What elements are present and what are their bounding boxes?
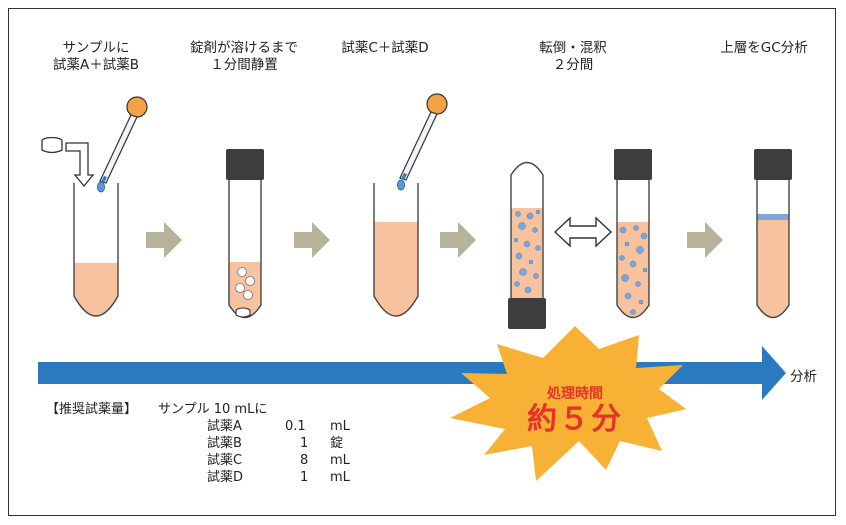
step-2-line1: 錠剤が溶けるまで <box>190 40 298 56</box>
step-5-line1: 上層をGC分析 <box>720 40 808 56</box>
tube-4a-cap <box>508 298 546 329</box>
timeline-arrow <box>38 346 786 400</box>
reagent-a-unit: mL <box>330 419 350 434</box>
reagent-a-amount: 0.1 <box>285 419 306 434</box>
step-1-label: サンプルに 試薬A＋試薬B <box>53 40 139 74</box>
step-4-label: 転倒・混釈 ２分間 <box>539 40 607 74</box>
step-4-line1: 転倒・混釈 <box>539 40 607 56</box>
tube-4-upright <box>614 149 652 319</box>
step-4-line2: ２分間 <box>552 57 594 73</box>
time-burst-text: 処理時間 約５分 <box>490 385 660 437</box>
time-starburst <box>450 326 686 481</box>
step-arrow-4 <box>687 222 723 258</box>
step-2-line2: １分間静置 <box>210 57 278 73</box>
tube-2 <box>226 149 264 319</box>
reagent-b-unit: 錠 <box>330 436 344 451</box>
tube-4b-beads <box>619 225 648 315</box>
step-5-label: 上層をGC分析 <box>720 40 807 57</box>
tablet-drop-arrow <box>65 142 95 188</box>
tube-5-upper-layer <box>757 214 789 220</box>
reagent-a-name: 試薬A <box>207 419 242 434</box>
reagent-c-unit: mL <box>330 453 350 468</box>
reagent-c-amount: 8 <box>300 453 309 468</box>
reagent-c-name: 試薬C <box>207 453 243 468</box>
step-2-label: 錠剤が溶けるまで １分間静置 <box>190 40 298 74</box>
dropper-1-icon <box>97 96 148 193</box>
reagent-d-name: 試薬D <box>207 470 244 485</box>
recommended-heading: 【推奨試薬量】 <box>46 402 138 417</box>
step-arrow-3 <box>440 222 476 258</box>
tube-5-cap <box>754 149 792 180</box>
step-1-line1: サンプルに <box>62 40 130 56</box>
reagent-d-unit: mL <box>330 470 350 485</box>
burst-value: 約５分 <box>527 402 623 437</box>
step-arrow-2 <box>294 222 330 258</box>
reagent-d-amount: 1 <box>300 470 309 485</box>
tube-4a-beads <box>513 209 541 294</box>
timeline-end-label: 分析 <box>790 369 817 385</box>
tube-3 <box>373 183 419 317</box>
burst-label: 処理時間 <box>547 386 603 402</box>
tube-4b-cap <box>614 149 652 180</box>
tube-5-liquid <box>757 220 789 318</box>
diagram-frame <box>8 8 836 516</box>
tube-4a-liquid <box>511 208 543 298</box>
tube-2-cap <box>226 149 264 180</box>
reagent-b-name: 試薬B <box>207 436 242 451</box>
step-3-label: 試薬C＋試薬D <box>341 40 428 57</box>
reagent-b-amount: 1 <box>300 436 309 451</box>
step-1-line2: 試薬A＋試薬B <box>53 57 139 73</box>
recommended-sample: サンプル 10 mLに <box>158 402 268 417</box>
tube-5 <box>754 149 792 319</box>
tablet-icon <box>41 136 63 154</box>
dropper-2-icon <box>396 93 448 191</box>
tube-4-inverted <box>508 161 546 329</box>
tube-3-liquid <box>374 222 418 316</box>
step-arrow-1 <box>146 222 182 258</box>
step-3-line1: 試薬C＋試薬D <box>341 40 429 56</box>
double-arrow-icon <box>553 216 613 248</box>
tube-1 <box>73 183 119 317</box>
tube-4b-liquid <box>617 222 649 318</box>
